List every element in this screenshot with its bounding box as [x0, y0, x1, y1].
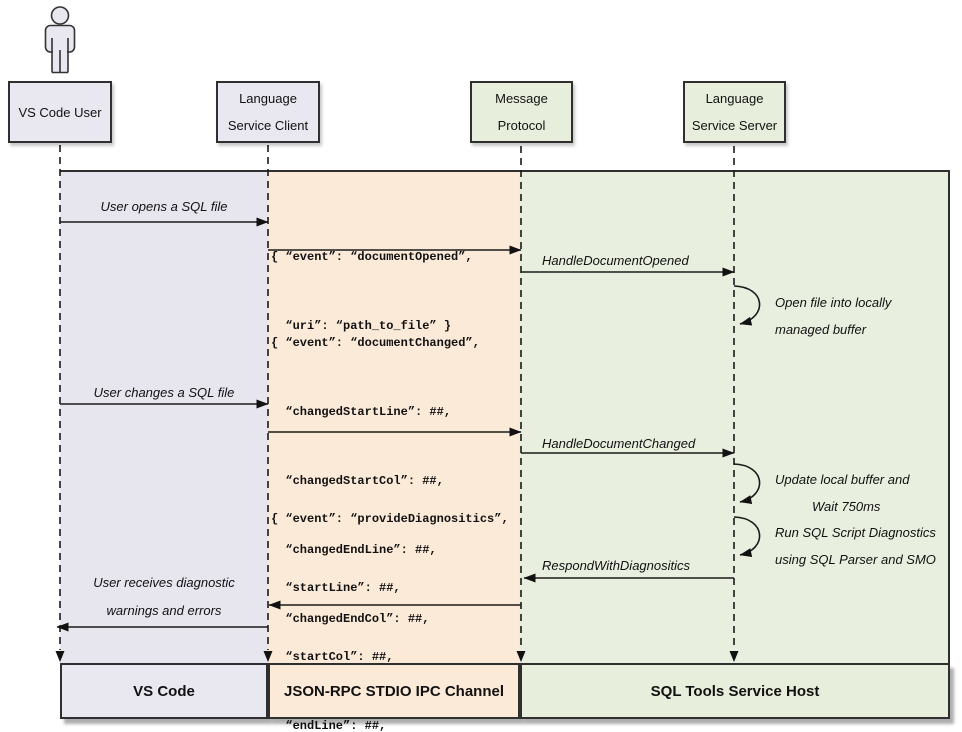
code-line: “changedEndLine”: ##,: [271, 543, 437, 557]
actor-box-language-service-server: Language Service Server: [683, 81, 786, 143]
footer-label: JSON-RPC STDIO IPC Channel: [283, 682, 505, 700]
lane-ipc-channel: [267, 172, 519, 663]
actor-label: Service Client: [227, 118, 309, 133]
footer-box-service-host: SQL Tools Service Host: [520, 663, 950, 719]
self-loop-update-buffer: [733, 463, 761, 504]
actor-box-vscode-user: VS Code User: [8, 81, 112, 143]
code-line: “startLine”: ##,: [271, 581, 401, 595]
code-block-provide-diagnostics: { “event”: “provideDiagnositics”, “start…: [271, 462, 509, 732]
actor-label: Service Server: [691, 118, 778, 133]
code-line: “startCol”: ##,: [271, 650, 394, 664]
actor-label: Language: [705, 91, 764, 106]
actor-label: Protocol: [497, 118, 546, 133]
note-update-buffer-2: Wait 750ms: [812, 499, 881, 514]
footer-label: VS Code: [133, 682, 195, 700]
actor-box-message-protocol: Message Protocol: [470, 81, 573, 143]
note-update-buffer-1: Update local buffer and: [775, 472, 910, 487]
message-label-respond: RespondWithDiagnositics: [542, 558, 691, 573]
note-open-buffer-1: Open file into locally: [775, 295, 892, 310]
message-label-user-receives-1: User receives diagnostic: [93, 575, 235, 590]
actor-label: VS Code User: [18, 104, 102, 120]
note-run-diagnostics-2: using SQL Parser and SMO: [775, 552, 936, 567]
code-line: { “event”: “documentOpened”,: [271, 250, 473, 264]
code-line: { “event”: “provideDiagnositics”,: [271, 512, 509, 526]
lifeline-end-arrowheads: [55, 651, 739, 662]
code-line: “changedStartCol”: ##,: [271, 474, 444, 488]
footer-label: SQL Tools Service Host: [650, 682, 820, 700]
code-line: { “event”: “documentChanged”,: [271, 336, 480, 350]
message-label-user-opens: User opens a SQL file: [100, 199, 228, 214]
code-line: “changedEndCol”: ##,: [271, 612, 430, 626]
message-label-handle-opened: HandleDocumentOpened: [542, 253, 689, 268]
actor-box-language-service-client: Language Service Client: [216, 81, 320, 143]
note-run-diagnostics-1: Run SQL Script Diagnostics: [775, 525, 936, 540]
actor-icon: [44, 6, 76, 74]
code-line: “endLine”: ##,: [271, 719, 387, 732]
lane-vscode: [60, 172, 268, 663]
footer-box-vscode: VS Code: [60, 663, 268, 719]
footer-box-ipc-channel: JSON-RPC STDIO IPC Channel: [268, 663, 520, 719]
note-open-buffer-2: managed buffer: [775, 322, 867, 337]
message-label-user-changes: User changes a SQL file: [93, 385, 235, 400]
code-line: “uri”: “path_to_file” }: [271, 319, 452, 333]
code-line: “changedStartLine”: ##,: [271, 405, 452, 419]
message-label-handle-changed: HandleDocumentChanged: [542, 436, 696, 451]
message-label-user-receives-2: warnings and errors: [106, 603, 222, 618]
self-loop-open-buffer: [733, 285, 761, 326]
actor-label: Message: [495, 91, 548, 106]
code-block-document-opened: { “event”: “documentOpened”, “uri”: “pat…: [271, 200, 473, 384]
actor-label: Language: [239, 91, 297, 106]
self-loop-run-diagnostics: [733, 516, 761, 557]
